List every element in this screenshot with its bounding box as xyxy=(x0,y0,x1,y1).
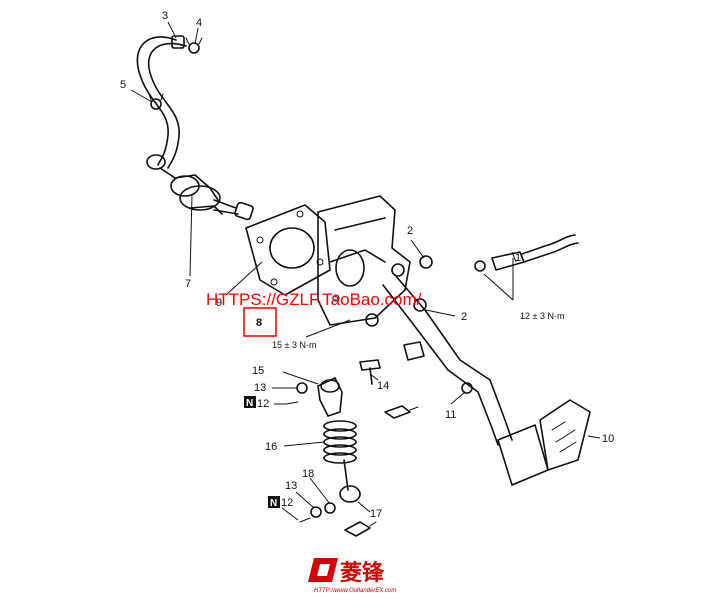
callout-14: 14 xyxy=(377,380,389,392)
bushing-18-part xyxy=(324,502,336,514)
bushing-upper-part xyxy=(419,255,433,269)
washer-13-lower-part xyxy=(310,506,322,518)
callout-11: 11 xyxy=(445,409,456,421)
callout-8: 8 xyxy=(256,317,262,329)
callout-5: 5 xyxy=(120,79,126,91)
callout-17: 17 xyxy=(370,508,382,520)
clutch-pedal-part xyxy=(382,274,549,486)
callout-4: 4 xyxy=(196,17,202,29)
brand-logo: 菱锋 HTTP://www.OutlanderEX.com xyxy=(308,558,396,594)
washer-13-upper-part xyxy=(296,382,308,394)
torque-label-pedal: 12 ± 3 N·m xyxy=(520,311,564,321)
grease-symbol-upper xyxy=(384,405,419,419)
clamp-5-part xyxy=(148,93,164,110)
turnover-link-part xyxy=(317,377,343,417)
callout-10: 10 xyxy=(602,433,614,445)
pedal-pad-part xyxy=(539,399,591,471)
master-cylinder-part xyxy=(146,154,254,221)
clamp-4-part xyxy=(185,37,203,54)
callout-13-lower: 13 xyxy=(285,480,297,492)
leader-lines xyxy=(130,21,601,521)
callout-2-lower: 2 xyxy=(461,311,467,323)
callout-8-highlight: 8 xyxy=(243,307,277,337)
nut-11-part xyxy=(461,382,473,394)
callout-1: 1 xyxy=(515,252,521,264)
pedal-bracket-part xyxy=(317,195,411,327)
callout-3: 3 xyxy=(162,10,168,22)
spring-rod-part xyxy=(339,459,361,503)
callout-13-upper: 13 xyxy=(254,382,266,394)
new-part-badge-lower: N xyxy=(268,496,280,509)
logo-url: HTTP://www.OutlanderEX.com xyxy=(314,588,396,594)
callout-7: 7 xyxy=(185,278,191,290)
callout-18: 18 xyxy=(302,468,314,480)
bushing-lower-part xyxy=(413,298,427,312)
assist-spring-part xyxy=(323,420,357,464)
callout-12-lower: 12 xyxy=(281,497,293,509)
clip-12-lower-part xyxy=(299,517,311,523)
callout-9: 9 xyxy=(216,297,222,309)
torque-label-bracket: 15 ± 3 N·m xyxy=(272,340,316,350)
svg-text:N: N xyxy=(270,498,277,509)
clip-12-upper-part xyxy=(285,401,299,405)
pedal-switch-part xyxy=(474,234,579,272)
callout-15: 15 xyxy=(252,365,264,377)
watermark-text: HTTPS://GZLF.TaoBao.com/ xyxy=(206,290,422,309)
new-part-badge-upper: N xyxy=(244,396,256,409)
callout-16: 16 xyxy=(265,441,277,453)
grease-symbol-lower xyxy=(344,521,377,537)
logo-text: 菱锋 xyxy=(340,560,385,585)
callout-12-upper: 12 xyxy=(257,398,269,410)
svg-text:N: N xyxy=(246,398,253,409)
gasket-part xyxy=(245,204,331,296)
pin-14-part xyxy=(359,359,381,385)
callout-2-upper: 2 xyxy=(407,225,413,237)
hose-part xyxy=(136,35,187,169)
